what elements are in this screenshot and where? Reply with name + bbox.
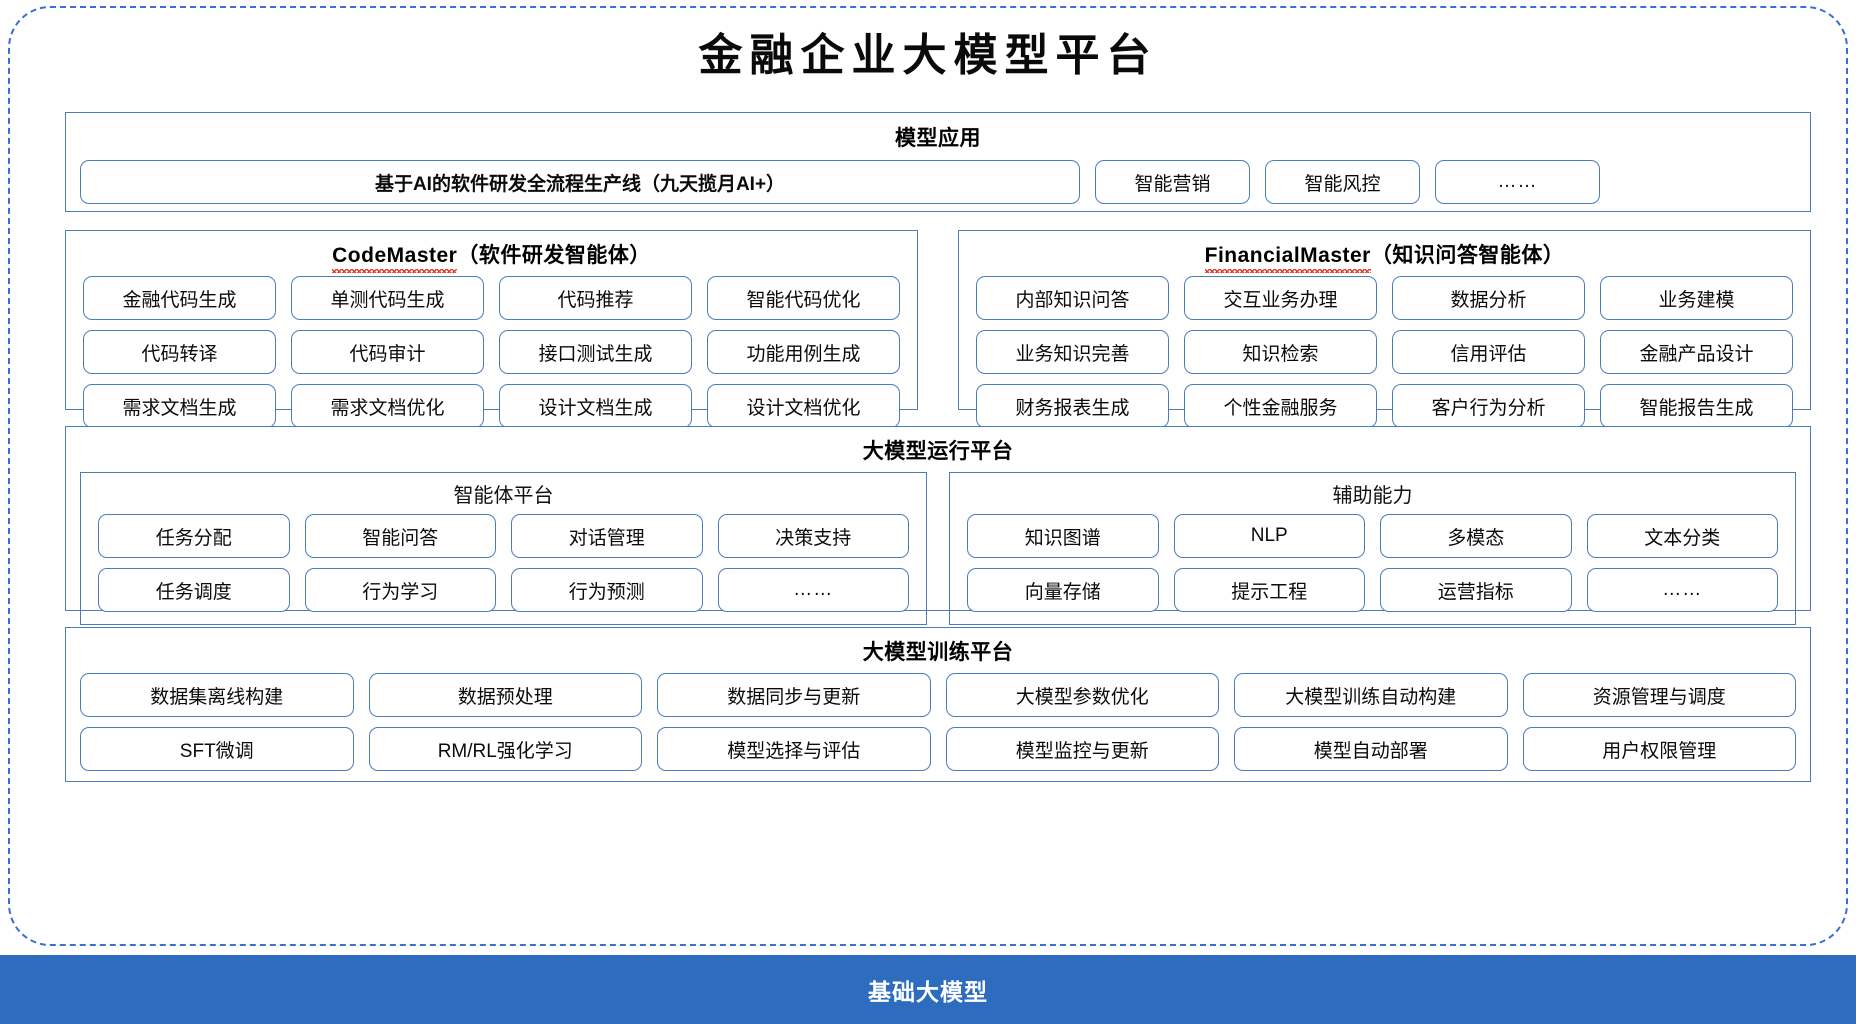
chip-tr-1-1[interactable]: 数据集离线构建	[80, 673, 354, 717]
outer-dashed-frame: 金融企业大模型平台 模型应用 基于AI的软件研发全流程生产线（九天揽月AI+） …	[8, 6, 1848, 946]
section-runtime-platform: 大模型运行平台 智能体平台 任务分配 智能问答 对话管理 决策支持 任务调度	[65, 426, 1811, 625]
base-model-label: 基础大模型	[868, 978, 988, 1005]
chip-cm-2-3[interactable]: 接口测试生成	[499, 330, 692, 374]
subpanel-title-agent-platform: 智能体平台	[453, 485, 554, 507]
chip-cm-1-1[interactable]: 金融代码生成	[83, 276, 276, 320]
chip-tr-2-3[interactable]: 模型选择与评估	[657, 727, 931, 771]
panel-title-financialmaster: FinancialMaster（知识问答智能体）	[976, 239, 1793, 273]
chip-ap-2-3[interactable]: 行为预测	[511, 568, 703, 612]
financialmaster-row-2: 业务知识完善 知识检索 信用评估 金融产品设计	[976, 330, 1793, 374]
chip-tr-1-2[interactable]: 数据预处理	[368, 673, 642, 717]
agent-platform-row-1: 任务分配 智能问答 对话管理 决策支持	[98, 514, 909, 558]
model-application-items: 基于AI的软件研发全流程生产线（九天揽月AI+） 智能营销 智能风控 ……	[80, 160, 1796, 204]
chip-ax-1-4[interactable]: 文本分类	[1586, 514, 1778, 558]
chip-ap-1-3[interactable]: 对话管理	[511, 514, 703, 558]
codemaster-row-3: 需求文档生成 需求文档优化 设计文档生成 设计文档优化	[83, 384, 900, 428]
financialmaster-row-3: 财务报表生成 个性金融服务 客户行为分析 智能报告生成	[976, 384, 1793, 428]
chip-tr-2-5[interactable]: 模型自动部署	[1234, 727, 1508, 771]
chip-cm-2-2[interactable]: 代码审计	[291, 330, 484, 374]
chip-ap-1-1[interactable]: 任务分配	[98, 514, 290, 558]
chip-cm-3-3[interactable]: 设计文档生成	[499, 384, 692, 428]
chip-fm-1-4[interactable]: 业务建模	[1600, 276, 1793, 320]
financialmaster-capability-rows: 内部知识问答 交互业务办理 数据分析 业务建模 业务知识完善 知识检索 信用评估…	[976, 276, 1793, 428]
section-title-runtime-platform: 大模型运行平台	[862, 440, 1014, 463]
chip-fm-1-2[interactable]: 交互业务办理	[1184, 276, 1377, 320]
chip-tr-2-4[interactable]: 模型监控与更新	[945, 727, 1219, 771]
chip-fm-3-2[interactable]: 个性金融服务	[1184, 384, 1377, 428]
section-title-model-application: 模型应用	[895, 127, 981, 150]
app-chip-marketing[interactable]: 智能营销	[1095, 160, 1250, 204]
subpanel-title-auxiliary-capability: 辅助能力	[1332, 485, 1413, 507]
app-chip-primary[interactable]: 基于AI的软件研发全流程生产线（九天揽月AI+）	[80, 160, 1080, 204]
chip-fm-3-4[interactable]: 智能报告生成	[1600, 384, 1793, 428]
chip-cm-2-4[interactable]: 功能用例生成	[707, 330, 900, 374]
codemaster-row-1: 金融代码生成 单测代码生成 代码推荐 智能代码优化	[83, 276, 900, 320]
section-model-application: 模型应用 基于AI的软件研发全流程生产线（九天揽月AI+） 智能营销 智能风控 …	[65, 112, 1811, 212]
panel-title-codemaster: CodeMaster（软件研发智能体）	[83, 239, 900, 273]
training-row-2: SFT微调 RM/RL强化学习 模型选择与评估 模型监控与更新 模型自动部署 用…	[80, 727, 1796, 771]
subpanel-auxiliary-capability: 辅助能力 知识图谱 NLP 多模态 文本分类 向量存储 提示工程 运营指标	[949, 472, 1796, 625]
agent-name-financialmaster: FinancialMaster	[1204, 244, 1372, 273]
chip-cm-1-2[interactable]: 单测代码生成	[291, 276, 484, 320]
training-row-1: 数据集离线构建 数据预处理 数据同步与更新 大模型参数优化 大模型训练自动构建 …	[80, 673, 1796, 717]
chip-ap-1-4[interactable]: 决策支持	[717, 514, 909, 558]
page-title: 金融企业大模型平台	[698, 31, 1158, 80]
chip-ap-2-4-more[interactable]: ……	[717, 568, 909, 612]
chip-ax-1-1[interactable]: 知识图谱	[967, 514, 1159, 558]
agent-suffix-codemaster: （软件研发智能体）	[457, 244, 651, 267]
chip-ax-1-2[interactable]: NLP	[1173, 514, 1365, 558]
chip-cm-3-1[interactable]: 需求文档生成	[83, 384, 276, 428]
chip-tr-2-6[interactable]: 用户权限管理	[1522, 727, 1796, 771]
codemaster-row-2: 代码转译 代码审计 接口测试生成 功能用例生成	[83, 330, 900, 374]
chip-fm-3-1[interactable]: 财务报表生成	[976, 384, 1169, 428]
auxiliary-capability-rows: 知识图谱 NLP 多模态 文本分类 向量存储 提示工程 运营指标 ……	[967, 514, 1778, 612]
chip-ax-2-4-more[interactable]: ……	[1586, 568, 1778, 612]
chip-tr-1-3[interactable]: 数据同步与更新	[657, 673, 931, 717]
chip-fm-2-1[interactable]: 业务知识完善	[976, 330, 1169, 374]
panel-financialmaster: FinancialMaster（知识问答智能体） 内部知识问答 交互业务办理 数…	[958, 230, 1811, 428]
training-platform-rows: 数据集离线构建 数据预处理 数据同步与更新 大模型参数优化 大模型训练自动构建 …	[80, 673, 1796, 771]
chip-cm-3-2[interactable]: 需求文档优化	[291, 384, 484, 428]
section-agents: CodeMaster（软件研发智能体） 金融代码生成 单测代码生成 代码推荐 智…	[65, 230, 1811, 428]
chip-ap-1-2[interactable]: 智能问答	[304, 514, 496, 558]
panel-codemaster: CodeMaster（软件研发智能体） 金融代码生成 单测代码生成 代码推荐 智…	[65, 230, 918, 428]
agent-platform-row-2: 任务调度 行为学习 行为预测 ……	[98, 568, 909, 612]
runtime-groups: 智能体平台 任务分配 智能问答 对话管理 决策支持 任务调度 行为学习 行为预测	[80, 472, 1796, 625]
section-training-platform: 大模型训练平台 数据集离线构建 数据预处理 数据同步与更新 大模型参数优化 大模…	[65, 627, 1811, 782]
chip-fm-2-2[interactable]: 知识检索	[1184, 330, 1377, 374]
financialmaster-row-1: 内部知识问答 交互业务办理 数据分析 业务建模	[976, 276, 1793, 320]
chip-tr-2-2[interactable]: RM/RL强化学习	[368, 727, 642, 771]
chip-ax-2-2[interactable]: 提示工程	[1173, 568, 1365, 612]
agent-name-codemaster: CodeMaster	[332, 244, 458, 273]
chip-cm-2-1[interactable]: 代码转译	[83, 330, 276, 374]
app-chip-risk-control[interactable]: 智能风控	[1265, 160, 1420, 204]
chip-ax-2-1[interactable]: 向量存储	[967, 568, 1159, 612]
chip-tr-2-1[interactable]: SFT微调	[80, 727, 354, 771]
chip-ax-2-3[interactable]: 运营指标	[1380, 568, 1572, 612]
auxiliary-row-2: 向量存储 提示工程 运营指标 ……	[967, 568, 1778, 612]
chip-fm-3-3[interactable]: 客户行为分析	[1392, 384, 1585, 428]
chip-fm-1-3[interactable]: 数据分析	[1392, 276, 1585, 320]
chip-tr-1-5[interactable]: 大模型训练自动构建	[1234, 673, 1508, 717]
chip-ap-2-1[interactable]: 任务调度	[98, 568, 290, 612]
chip-fm-1-1[interactable]: 内部知识问答	[976, 276, 1169, 320]
agent-suffix-financialmaster: （知识问答智能体）	[1370, 244, 1565, 267]
chip-cm-1-3[interactable]: 代码推荐	[499, 276, 692, 320]
chip-ap-2-2[interactable]: 行为学习	[304, 568, 496, 612]
section-title-training-platform: 大模型训练平台	[862, 641, 1014, 664]
base-model-bar: 基础大模型	[0, 955, 1856, 1024]
chip-tr-1-6[interactable]: 资源管理与调度	[1522, 673, 1796, 717]
app-chip-more[interactable]: ……	[1435, 160, 1600, 204]
chip-tr-1-4[interactable]: 大模型参数优化	[945, 673, 1219, 717]
chip-cm-3-4[interactable]: 设计文档优化	[707, 384, 900, 428]
chip-fm-2-3[interactable]: 信用评估	[1392, 330, 1585, 374]
agent-platform-rows: 任务分配 智能问答 对话管理 决策支持 任务调度 行为学习 行为预测 ……	[98, 514, 909, 612]
chip-cm-1-4[interactable]: 智能代码优化	[707, 276, 900, 320]
chip-ax-1-3[interactable]: 多模态	[1380, 514, 1572, 558]
subpanel-agent-platform: 智能体平台 任务分配 智能问答 对话管理 决策支持 任务调度 行为学习 行为预测	[80, 472, 927, 625]
chip-fm-2-4[interactable]: 金融产品设计	[1600, 330, 1793, 374]
codemaster-capability-rows: 金融代码生成 单测代码生成 代码推荐 智能代码优化 代码转译 代码审计 接口测试…	[83, 276, 900, 428]
auxiliary-row-1: 知识图谱 NLP 多模态 文本分类	[967, 514, 1778, 558]
